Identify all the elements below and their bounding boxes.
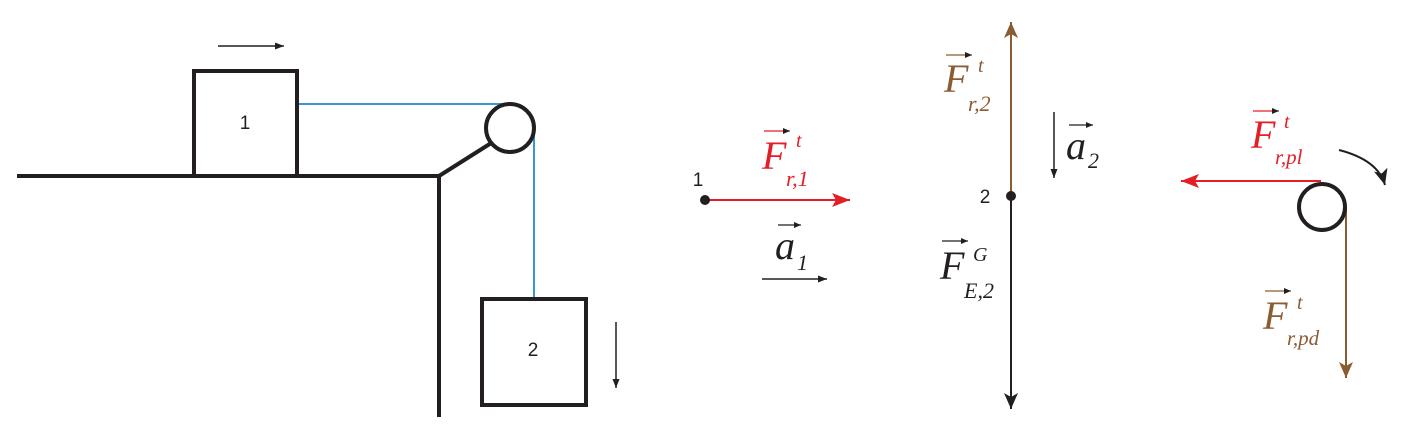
body-2-fbd: 2 F t r,2 a 2 F G E,2 bbox=[939, 22, 1099, 409]
tension-force-1-label: F t r,1 bbox=[761, 128, 809, 191]
pulley-left-force-label: F t r,pl bbox=[1250, 108, 1303, 169]
force-subscript: r,1 bbox=[786, 166, 809, 191]
force-superscript: t bbox=[1284, 111, 1290, 133]
force-symbol: F bbox=[761, 133, 787, 178]
force-symbol: F bbox=[939, 243, 965, 288]
force-superscript: G bbox=[973, 244, 988, 266]
accel-subscript: 1 bbox=[797, 250, 808, 275]
accel-subscript: 2 bbox=[1088, 148, 1099, 173]
pulley-fbd: F t r,pl F t r,pd bbox=[1181, 108, 1388, 378]
force-superscript: t bbox=[1297, 292, 1303, 314]
pulley-down-force-label: F t r,pd bbox=[1262, 288, 1320, 350]
body-2-point bbox=[1006, 191, 1016, 201]
force-symbol: F bbox=[1250, 112, 1276, 157]
gravity-force-2-label: F G E,2 bbox=[939, 238, 994, 303]
body-2-point-label: 2 bbox=[980, 187, 991, 208]
block-2-label: 2 bbox=[528, 340, 539, 361]
block-1-label: 1 bbox=[240, 113, 251, 134]
accel-symbol: a bbox=[1066, 123, 1086, 168]
body-1-point-label: 1 bbox=[693, 170, 704, 191]
pulley-wheel bbox=[484, 102, 536, 154]
accel-symbol: a bbox=[775, 223, 795, 268]
force-superscript: t bbox=[796, 130, 802, 152]
pulley-mount bbox=[437, 138, 498, 178]
block-1 bbox=[192, 69, 299, 178]
force-subscript: E,2 bbox=[963, 278, 994, 303]
tension-force-2-label: F t r,2 bbox=[943, 52, 991, 116]
setup-figure: 1 2 bbox=[17, 42, 620, 417]
block-2 bbox=[480, 297, 588, 407]
accel-1-label: a 1 bbox=[775, 222, 808, 275]
rotation-arrow bbox=[1338, 149, 1388, 186]
force-subscript: r,2 bbox=[968, 91, 991, 116]
force-subscript: r,pd bbox=[1287, 326, 1320, 350]
force-subscript: r,pl bbox=[1275, 145, 1303, 169]
body-1-fbd: 1 F t r,1 a 1 bbox=[693, 128, 850, 283]
force-superscript: t bbox=[978, 55, 984, 77]
force-symbol: F bbox=[1262, 293, 1288, 338]
body-1-point bbox=[700, 195, 710, 205]
force-symbol: F bbox=[943, 56, 969, 101]
accel-2-label: a 2 bbox=[1066, 122, 1099, 173]
pulley-fbd-wheel bbox=[1297, 182, 1347, 232]
